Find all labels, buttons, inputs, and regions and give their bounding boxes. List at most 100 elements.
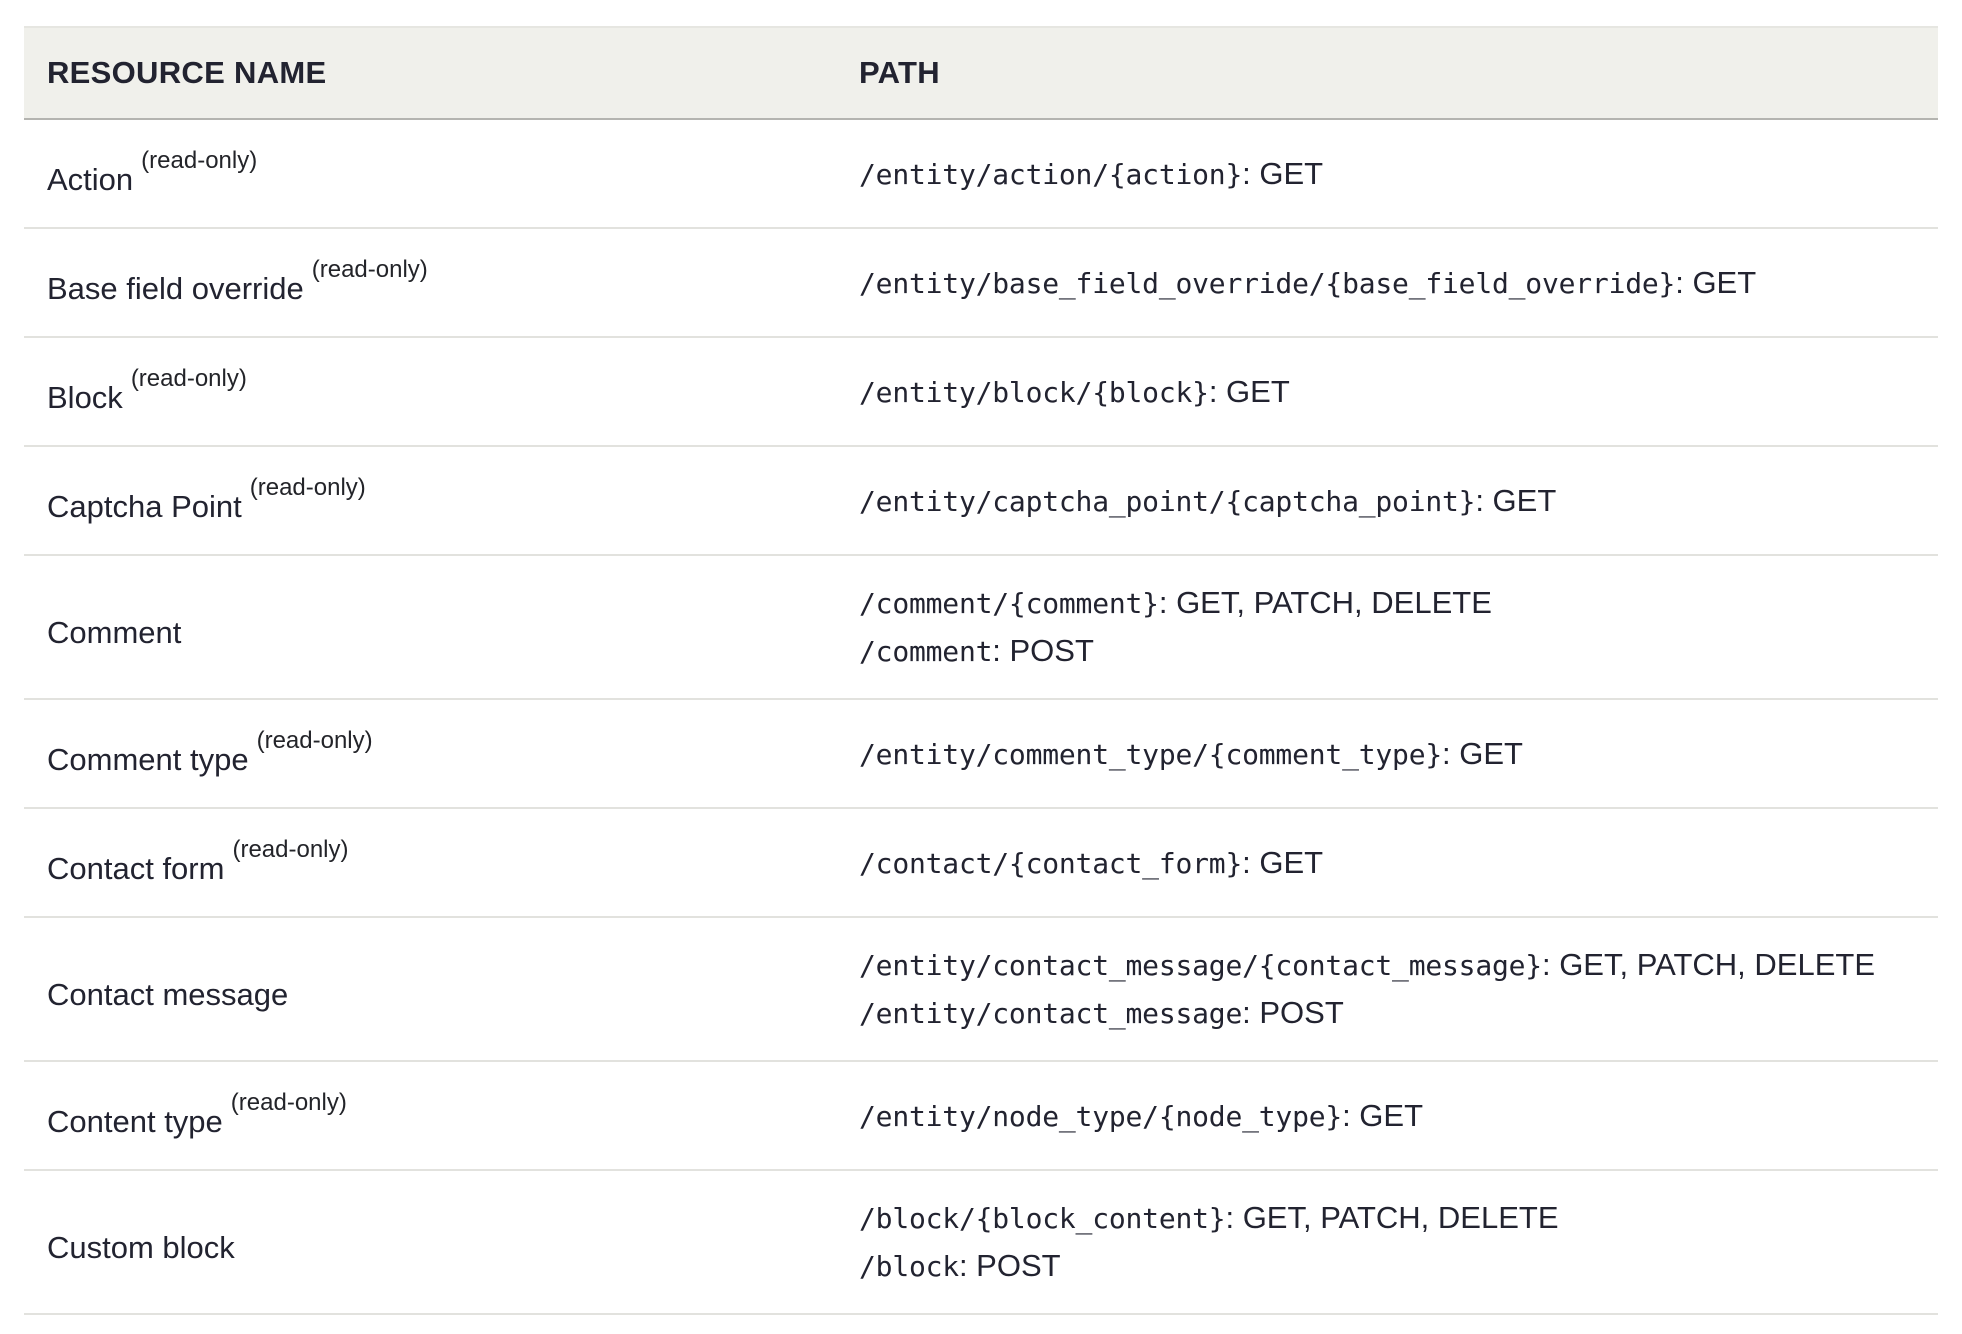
resource-path-cell: /block/{block_content}: GET, PATCH, DELE… (842, 1170, 1938, 1315)
resource-name-cell: Block(read-only) (24, 337, 842, 447)
resource-name-cell: Base field override(read-only) (24, 228, 842, 338)
http-methods: : GET (1675, 264, 1757, 300)
http-methods: : GET (1242, 155, 1324, 191)
endpoint-path: /entity/base_field_override/{base_field_… (859, 266, 1676, 300)
resource-name-label: Action (47, 161, 134, 197)
table-row: Comment type(read-only) /entity/comment_t… (24, 699, 1938, 809)
path-entry: /entity/contact_message: POST (859, 989, 1938, 1037)
read-only-note: (read-only) (141, 146, 258, 174)
path-entry: /entity/block/{block}: GET (859, 368, 1938, 416)
resource-path-cell: /entity/block/{block}: GET (842, 337, 1938, 447)
resource-name-label: Comment (47, 615, 182, 650)
path-entry: /entity/comment_type/{comment_type}: GET (859, 730, 1938, 778)
resource-path-cell: /comment/{comment}: GET, PATCH, DELETE/c… (842, 555, 1938, 700)
resource-name: Contact form(read-only) (47, 836, 349, 886)
resource-name-label: Comment type (47, 741, 249, 777)
resource-name: Block(read-only) (47, 365, 247, 415)
read-only-note: (read-only) (311, 255, 428, 283)
endpoint-path: /contact/{contact_form} (859, 846, 1243, 880)
resource-path-cell: /contact/{contact_form}: GET (842, 808, 1938, 918)
resource-name: Custom block (47, 1230, 235, 1265)
http-methods: : POST (958, 1248, 1061, 1283)
endpoint-path: /entity/contact_message/{contact_message… (859, 949, 1542, 982)
resource-name-label: Custom block (47, 1230, 235, 1265)
table-header: RESOURCE NAME PATH (24, 26, 1938, 120)
table-row: Block(read-only) /entity/block/{block}: G… (24, 337, 1938, 447)
table-row: Custom block/block/{block_content}: GET,… (24, 1170, 1938, 1315)
path-entry: /entity/node_type/{node_type}: GET (859, 1092, 1938, 1140)
path-entry: /comment/{comment}: GET, PATCH, DELETE (859, 579, 1938, 627)
resource-name: Comment (47, 615, 181, 650)
resource-path-cell: /entity/action/{action}: GET (842, 119, 1938, 229)
table-row: Comment/comment/{comment}: GET, PATCH, D… (24, 555, 1938, 700)
endpoint-path: /entity/captcha_point/{captcha_point} (859, 484, 1476, 518)
column-header-resource-name: RESOURCE NAME (24, 26, 842, 120)
column-header-path: PATH (842, 26, 1938, 120)
endpoint-path: /entity/contact_message (859, 997, 1243, 1030)
http-methods: : GET (1475, 482, 1557, 518)
http-methods: : GET, PATCH, DELETE (1225, 1200, 1559, 1235)
endpoint-path: /entity/node_type/{node_type} (859, 1099, 1343, 1133)
resource-path-cell: /entity/comment_type/{comment_type}: GET (842, 699, 1938, 809)
endpoint-path: /block/{block_content} (859, 1202, 1226, 1235)
table-row: Action(read-only) /entity/action/{action}… (24, 119, 1938, 229)
rest-resources-table: RESOURCE NAME PATH Action(read-only)/ent… (24, 26, 1938, 1315)
resource-name: Comment type(read-only) (47, 727, 373, 777)
table-row: Captcha Point(read-only) /entity/captcha_… (24, 446, 1938, 556)
table-row: Contact message/entity/contact_message/{… (24, 917, 1938, 1062)
resource-path-cell: /entity/captcha_point/{captcha_point}: G… (842, 446, 1938, 556)
read-only-note: (read-only) (249, 473, 366, 501)
path-entry: /entity/action/{action}: GET (859, 150, 1938, 198)
resource-name-cell: Contact message (24, 917, 842, 1062)
http-methods: : POST (992, 633, 1094, 668)
resource-name-label: Block (47, 379, 123, 415)
resource-name-cell: Captcha Point(read-only) (24, 446, 842, 556)
resource-path-cell: /entity/contact_message/{contact_message… (842, 917, 1938, 1062)
table-header-row: RESOURCE NAME PATH (24, 26, 1938, 120)
read-only-note: (read-only) (230, 1088, 347, 1116)
resource-name: Captcha Point(read-only) (47, 474, 366, 524)
http-methods: : GET (1342, 1097, 1424, 1133)
resource-name: Base field override(read-only) (47, 256, 428, 306)
http-methods: : GET, PATCH, DELETE (1541, 947, 1875, 982)
resource-name-label: Contact message (47, 977, 289, 1012)
table-body: Action(read-only)/entity/action/{action}… (24, 119, 1938, 1315)
path-entry: /entity/captcha_point/{captcha_point}: G… (859, 477, 1938, 525)
resource-name-cell: Comment (24, 555, 842, 700)
path-entry: /contact/{contact_form}: GET (859, 839, 1938, 887)
endpoint-path: /block (859, 1250, 959, 1283)
resource-name-cell: Custom block (24, 1170, 842, 1315)
http-methods: : GET (1442, 735, 1523, 771)
endpoint-path: /entity/block/{block} (859, 375, 1209, 409)
path-entry: /block/{block_content}: GET, PATCH, DELE… (859, 1194, 1938, 1242)
read-only-note: (read-only) (130, 364, 247, 392)
resource-path-cell: /entity/node_type/{node_type}: GET (842, 1061, 1938, 1171)
resource-name: Content type(read-only) (47, 1089, 347, 1139)
read-only-note: (read-only) (232, 835, 349, 863)
resource-name-cell: Contact form(read-only) (24, 808, 842, 918)
resource-name-label: Content type (47, 1103, 223, 1139)
resource-name-cell: Action(read-only) (24, 119, 842, 229)
table-row: Contact form(read-only) /contact/{contact… (24, 808, 1938, 918)
resource-name-cell: Content type(read-only) (24, 1061, 842, 1171)
endpoint-path: /comment/{comment} (859, 587, 1159, 620)
endpoint-path: /comment (859, 635, 993, 668)
path-entry: /entity/contact_message/{contact_message… (859, 941, 1938, 989)
resource-name-label: Base field override (47, 270, 304, 306)
resource-name-label: Contact form (47, 850, 225, 886)
table-row: Base field override(read-only) /entity/ba… (24, 228, 1938, 338)
http-methods: : GET (1242, 844, 1324, 880)
table-row: Content type(read-only) /entity/node_type… (24, 1061, 1938, 1171)
resource-name-cell: Comment type(read-only) (24, 699, 842, 809)
path-entry: /entity/base_field_override/{base_field_… (859, 259, 1938, 307)
resources-table-container: RESOURCE NAME PATH Action(read-only)/ent… (24, 26, 1938, 1315)
read-only-note: (read-only) (256, 726, 373, 754)
endpoint-path: /entity/comment_type/{comment_type} (859, 737, 1443, 771)
http-methods: : GET (1208, 373, 1290, 409)
resource-name: Contact message (47, 977, 288, 1012)
resource-name-label: Captcha Point (47, 488, 242, 524)
path-entry: /comment: POST (859, 627, 1938, 675)
http-methods: : GET, PATCH, DELETE (1158, 585, 1492, 620)
path-entry: /block: POST (859, 1242, 1938, 1290)
endpoint-path: /entity/action/{action} (859, 157, 1243, 191)
